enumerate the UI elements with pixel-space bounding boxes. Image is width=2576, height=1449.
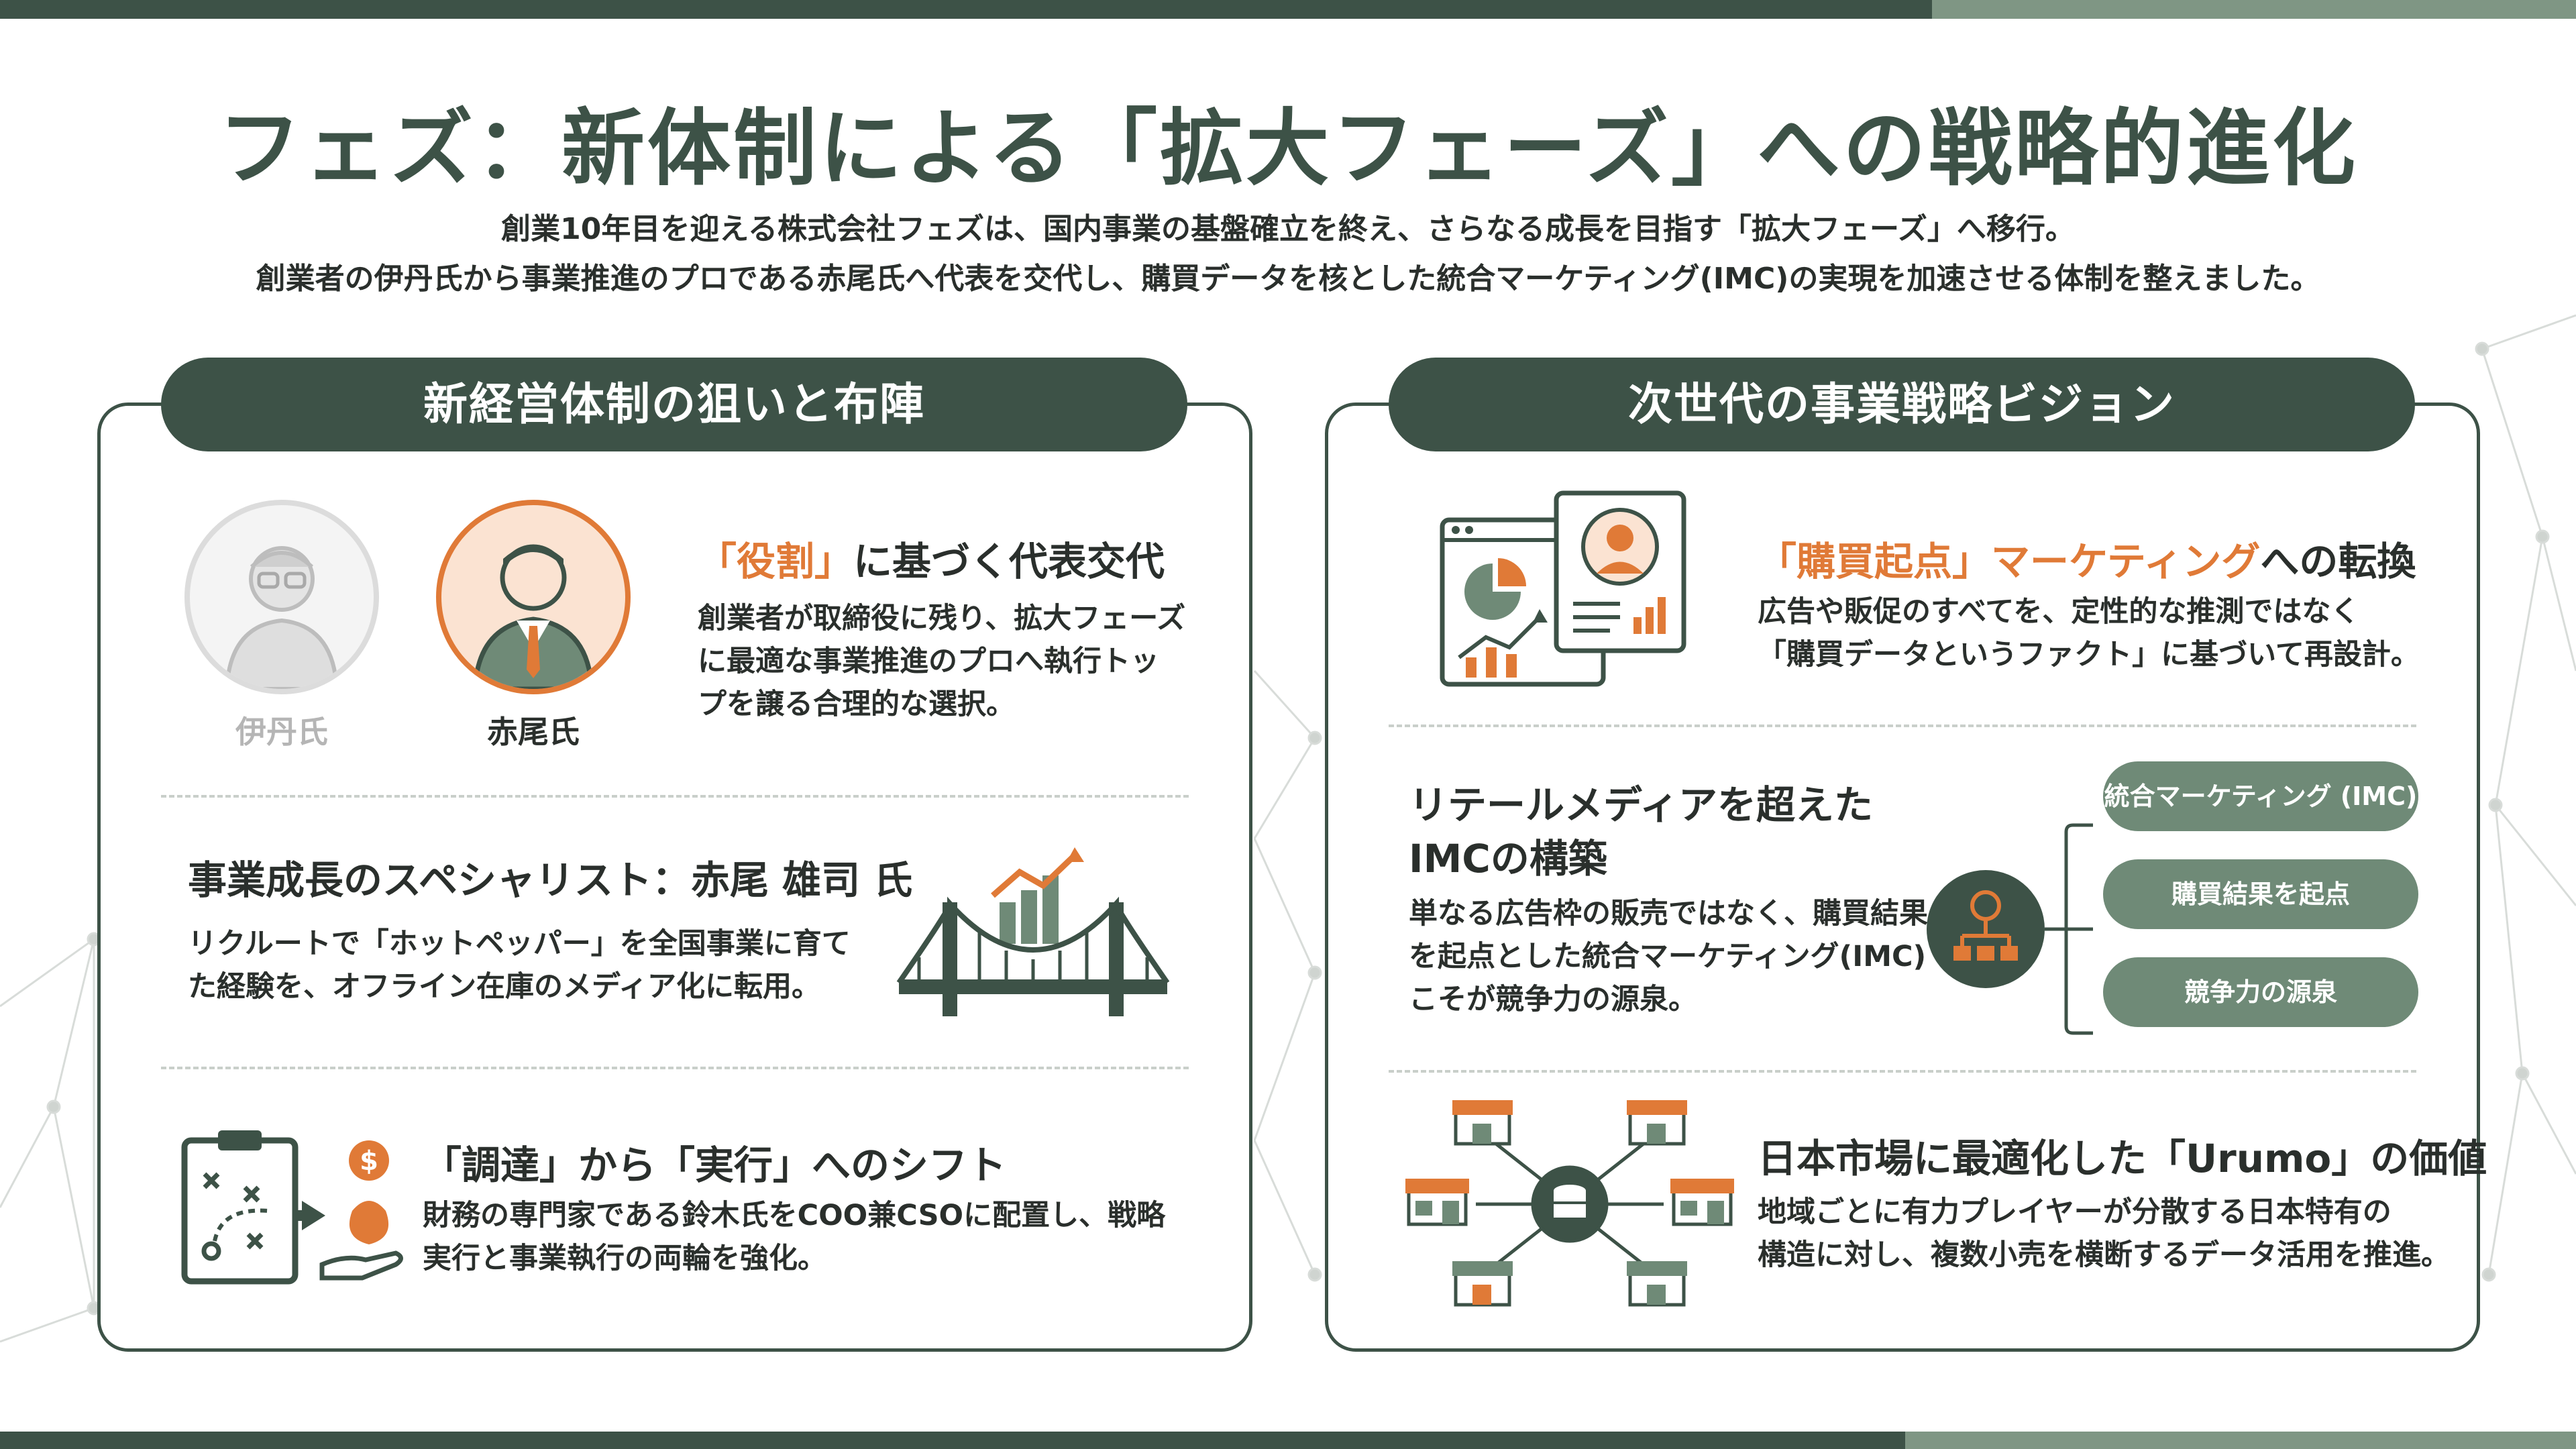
left-section1-title: 「役割」に基づく代表交代 <box>698 530 1165 586</box>
right-section3-title: 日本市場に最適化した「Urumo」の価値 <box>1758 1136 2487 1181</box>
left-section3-text: 財務の専門家である鈴木氏をCOO兼CSOに配置し、戦略実行と事業執行の両輪を強化… <box>423 1199 1166 1275</box>
page-title: フェズ：新体制による「拡大フェーズ」への戦略的進化 <box>217 101 2359 197</box>
person-suit-icon <box>436 500 631 694</box>
left-divider-2 <box>161 1067 1189 1069</box>
right-section3-text-line-2: 構造に対し、複数小売を横断するデータ活用を推進。 <box>1758 1238 2450 1272</box>
bottom-accent-bar <box>0 1432 2576 1449</box>
store-network-icon <box>1405 1100 1734 1307</box>
right-divider-2 <box>1389 1070 2416 1073</box>
top-accent-bar <box>0 0 2576 19</box>
former-ceo-name: 伊丹氏 <box>235 714 328 750</box>
left-section2-text: リクルートで「ホットペッパー」を全国事業に育てた経験を、オフライン在庫のメディア… <box>188 927 851 1004</box>
top-accent-bar-light <box>1932 0 2576 19</box>
new-ceo-name: 赤尾氏 <box>487 714 580 750</box>
right-panel: 次世代の事業戦略ビジョン 「購買起点」マーケティングへの転換 広告や販促のすべて… <box>1325 358 2487 1352</box>
pill-competitive-source: 競争力の源泉 <box>2103 957 2418 1027</box>
pill-purchase-origin: 購買結果を起点 <box>2103 859 2418 929</box>
right-section2-title: リテールメディアを超えた IMCの構築 <box>1409 778 1873 885</box>
right-section2-title-line-1: リテールメディアを超えた <box>1409 782 1873 828</box>
right-section3-text: 地域ごとに有力プレイヤーが分散する日本特有の 構造に対し、複数小売を横断するデー… <box>1758 1191 2469 1277</box>
right-section1-title: 「購買起点」マーケティングへの転換 <box>1758 530 2416 586</box>
left-divider-1 <box>161 795 1189 798</box>
right-section1-title-rest: への転換 <box>2260 539 2416 584</box>
left-panel: 新経営体制の狙いと布陣 伊丹氏 赤尾氏 「役割」に基づく代表交代 創業者が取締役… <box>97 358 1252 1352</box>
right-section1-text: 広告や販促のすべてを、定性的な推測ではなく 「購買データというファクト」に基づい… <box>1758 590 2469 676</box>
clipboard-strategy-icon: $ <box>181 1130 403 1285</box>
bottom-accent-bar-light <box>1905 1432 2576 1449</box>
dashboard-profile-icon <box>1440 490 1686 687</box>
right-divider-1 <box>1389 724 2416 727</box>
right-panel-header: 次世代の事業戦略ビジョン <box>1389 358 2415 451</box>
data-hub-icon <box>1927 823 2093 1035</box>
page-subtitle: 創業10年目を迎える株式会社フェズは、国内事業の基盤確立を終え、さらなる成長を目… <box>0 205 2576 304</box>
subtitle-line-1: 創業10年目を迎える株式会社フェズは、国内事業の基盤確立を終え、さらなる成長を目… <box>501 212 2075 246</box>
right-section1-text-line-2: 「購買データというファクト」に基づいて再設計。 <box>1758 638 2420 672</box>
right-section2-title-line-2: IMCの構築 <box>1409 836 1607 881</box>
right-section3-text-line-1: 地域ごとに有力プレイヤーが分散する日本特有の <box>1758 1195 2392 1229</box>
right-section1-title-emphasis: 「購買起点」マーケティング <box>1758 539 2261 584</box>
subtitle-line-2: 創業者の伊丹氏から事業推進のプロである赤尾氏へ代表を交代し、購買データを核とした… <box>256 262 2320 296</box>
left-section3-title: 「調達」から「実行」へのシフト <box>423 1142 1007 1188</box>
right-section1-text-line-1: 広告や販促のすべてを、定性的な推測ではなく <box>1758 595 2360 629</box>
left-section1-title-emphasis: 「役割」 <box>698 539 854 584</box>
bridge-growth-icon <box>896 847 1170 1016</box>
left-section2-title: 事業成長のスペシャリスト：赤尾 雄司 氏 <box>188 857 913 903</box>
left-section1-text: 創業者が取締役に残り、拡大フェーズに最適な事業推進のプロへ執行トップを譲る合理的… <box>698 602 1186 721</box>
person-glasses-icon <box>184 500 379 694</box>
right-section2-text: 単なる広告枠の販売ではなく、購買結果を起点とした統合マーケティング(IMC) こ… <box>1409 897 1928 1016</box>
svg-text:$: $ <box>360 1146 378 1177</box>
pill-imc: 統合マーケティング (IMC) <box>2103 761 2418 831</box>
left-section1-title-rest: に基づく代表交代 <box>853 539 1165 584</box>
left-panel-header: 新経営体制の狙いと布陣 <box>161 358 1187 451</box>
